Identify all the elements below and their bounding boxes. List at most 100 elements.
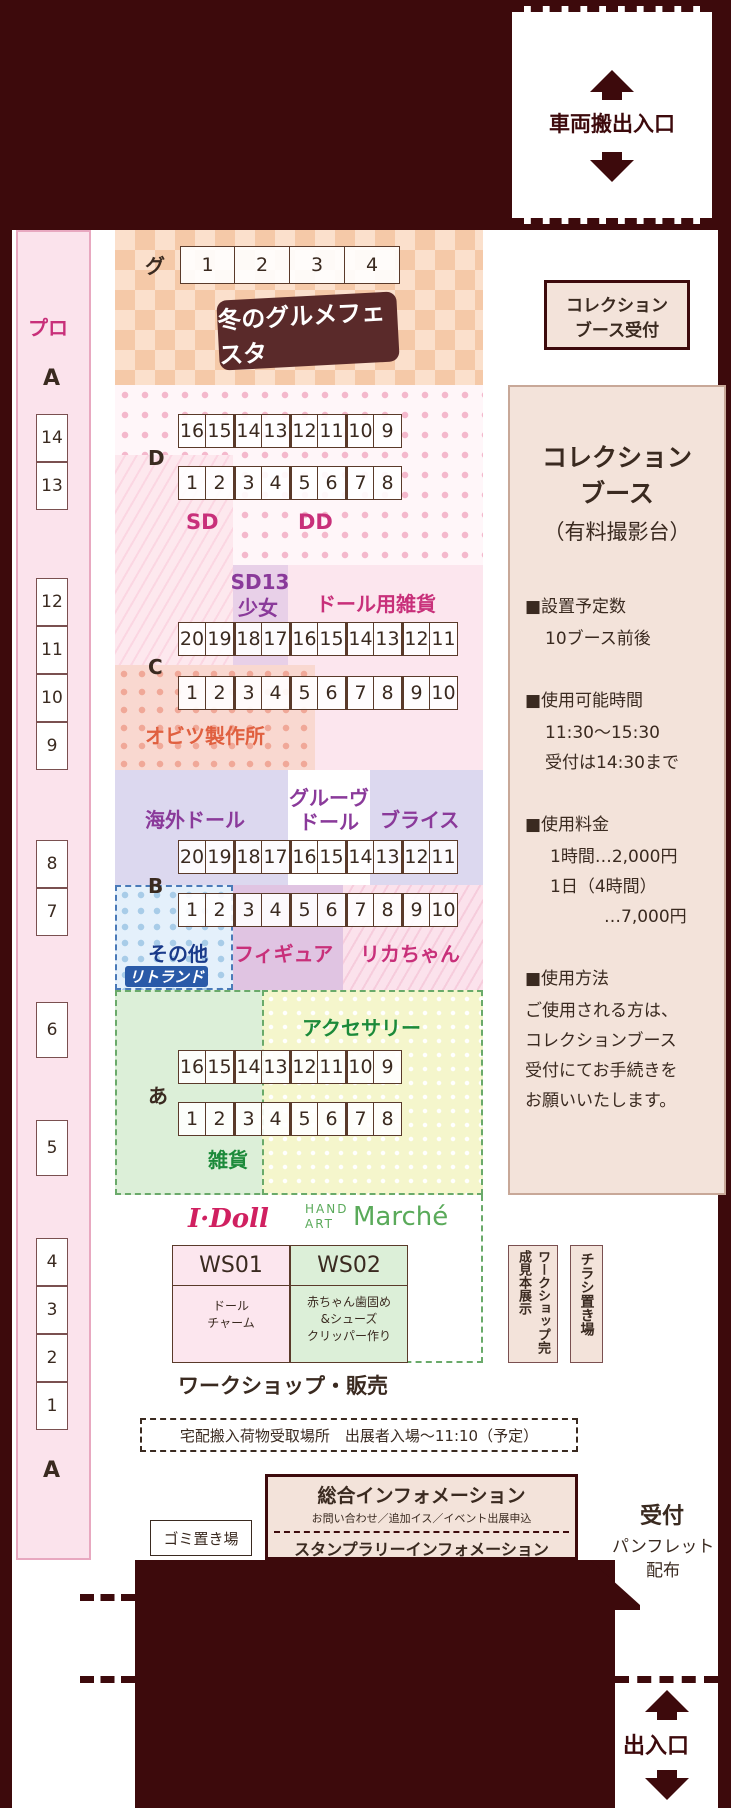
booth-cell[interactable]: 16 [290, 840, 318, 874]
booth-cell[interactable]: 11 [430, 622, 458, 656]
booth-cell[interactable]: 8 [374, 893, 402, 927]
booth-cell[interactable]: 1 [178, 466, 206, 500]
booth-cell[interactable]: 3 [234, 676, 262, 710]
booth-cell[interactable]: 15 [206, 1050, 234, 1084]
booth-cell[interactable]: 13 [262, 414, 290, 448]
booth-cell[interactable]: 5 [290, 676, 318, 710]
booth-cell[interactable]: 11 [318, 1050, 346, 1084]
booth-cell[interactable]: 1 [178, 1102, 206, 1136]
booth-cell[interactable]: 2 [206, 466, 234, 500]
booth-cell[interactable]: 9 [402, 893, 430, 927]
booth-cell[interactable]: 17 [262, 622, 290, 656]
booth-cell[interactable]: 10 [430, 676, 458, 710]
booth-cell[interactable]: 4 [262, 893, 290, 927]
booth-cell[interactable]: 10 [346, 414, 374, 448]
gourmet-booth-3[interactable]: 3 [290, 246, 345, 284]
booth-cell[interactable]: 18 [234, 622, 262, 656]
booth-cell[interactable]: 12 [402, 840, 430, 874]
booth-cell[interactable]: 4 [262, 676, 290, 710]
booth-cell[interactable]: 9 [374, 414, 402, 448]
booth-cell[interactable]: 15 [318, 622, 346, 656]
booth-cell[interactable]: 12 [290, 1050, 318, 1084]
booth-cell[interactable]: 17 [262, 840, 290, 874]
booth-cell[interactable]: 8 [374, 676, 402, 710]
pro-booth-6[interactable]: 6 [36, 1002, 68, 1058]
booth-cell[interactable]: 14 [346, 622, 374, 656]
booth-cell[interactable]: 20 [178, 622, 206, 656]
booth-cell[interactable]: 7 [346, 893, 374, 927]
booth-cell[interactable]: 20 [178, 840, 206, 874]
pro-booth-13[interactable]: 13 [36, 462, 68, 510]
booth-cell[interactable]: 2 [206, 676, 234, 710]
pro-booth-3[interactable]: 3 [36, 1286, 68, 1334]
booth-cell[interactable]: 5 [290, 466, 318, 500]
booth-cell[interactable]: 5 [290, 893, 318, 927]
ws01-box[interactable]: WS01 ドール チャーム [172, 1245, 290, 1363]
booth-cell[interactable]: 6 [318, 1102, 346, 1136]
garbage-box[interactable]: ゴミ置き場 [150, 1520, 252, 1556]
booth-cell[interactable]: 16 [290, 622, 318, 656]
pro-booth-11[interactable]: 11 [36, 626, 68, 674]
pro-booth-4[interactable]: 4 [36, 1238, 68, 1286]
booth-cell[interactable]: 9 [374, 1050, 402, 1084]
booth-cell[interactable]: 4 [262, 466, 290, 500]
booth-cell[interactable]: 10 [430, 893, 458, 927]
pro-booth-12[interactable]: 12 [36, 578, 68, 626]
booth-cell[interactable]: 3 [234, 1102, 262, 1136]
booth-cell[interactable]: 1 [178, 893, 206, 927]
gourmet-booth-4[interactable]: 4 [345, 246, 400, 284]
pro-booth-2[interactable]: 2 [36, 1334, 68, 1382]
booth-cell[interactable]: 16 [178, 1050, 206, 1084]
booth-cell[interactable]: 11 [430, 840, 458, 874]
delivery-box[interactable]: 宅配搬入荷物受取場所 出展者入場～11:10（予定） [140, 1418, 578, 1452]
booth-cell[interactable]: 7 [346, 676, 374, 710]
booth-cell[interactable]: 6 [318, 676, 346, 710]
booth-cell[interactable]: 7 [346, 466, 374, 500]
flyer-box[interactable]: チラシ置き場 [570, 1245, 603, 1363]
gourmet-booth-1[interactable]: 1 [180, 246, 235, 284]
booth-cell[interactable]: 10 [346, 1050, 374, 1084]
booth-cell[interactable]: 14 [234, 1050, 262, 1084]
booth-cell[interactable]: 11 [318, 414, 346, 448]
booth-cell[interactable]: 1 [178, 676, 206, 710]
vehicle-exit[interactable]: 車両搬出入口 [512, 6, 712, 224]
booth-cell[interactable]: 8 [374, 1102, 402, 1136]
booth-cell[interactable]: 12 [290, 414, 318, 448]
booth-cell[interactable]: 6 [318, 466, 346, 500]
booth-cell[interactable]: 9 [402, 676, 430, 710]
pro-booth-10[interactable]: 10 [36, 674, 68, 722]
booth-cell[interactable]: 19 [206, 840, 234, 874]
booth-cell[interactable]: 8 [374, 466, 402, 500]
booth-cell[interactable]: 14 [234, 414, 262, 448]
pro-booth-1[interactable]: 1 [36, 1382, 68, 1430]
collection-reception[interactable]: コレクション ブース受付 [544, 280, 690, 350]
booth-cell[interactable]: 2 [206, 1102, 234, 1136]
ws02-box[interactable]: WS02 赤ちゃん歯固め &シューズ クリッパー作り [290, 1245, 408, 1363]
booth-cell[interactable]: 3 [234, 893, 262, 927]
booth-cell[interactable]: 13 [374, 840, 402, 874]
booth-cell[interactable]: 14 [346, 840, 374, 874]
booth-cell[interactable]: 18 [234, 840, 262, 874]
booth-cell[interactable]: 16 [178, 414, 206, 448]
booth-cell[interactable]: 19 [206, 622, 234, 656]
booth-cell[interactable]: 3 [234, 466, 262, 500]
pro-booth-9[interactable]: 9 [36, 722, 68, 770]
gourmet-booth-2[interactable]: 2 [235, 246, 290, 284]
booth-cell[interactable]: 4 [262, 1102, 290, 1136]
pro-a-top: A [43, 366, 61, 391]
booth-cell[interactable]: 2 [206, 893, 234, 927]
pro-booth-8[interactable]: 8 [36, 840, 68, 888]
booth-cell[interactable]: 6 [318, 893, 346, 927]
booth-cell[interactable]: 13 [262, 1050, 290, 1084]
booth-cell[interactable]: 5 [290, 1102, 318, 1136]
pro-booth-14[interactable]: 14 [36, 414, 68, 462]
booth-cell[interactable]: 15 [318, 840, 346, 874]
pro-booth-5[interactable]: 5 [36, 1120, 68, 1176]
booth-cell[interactable]: 13 [374, 622, 402, 656]
booth-cell[interactable]: 15 [206, 414, 234, 448]
pro-booth-7[interactable]: 7 [36, 888, 68, 936]
booth-cell[interactable]: 7 [346, 1102, 374, 1136]
info-desk[interactable]: 総合インフォメーション お問い合わせ／追加イス／イベント出展申込 スタンプラリー… [265, 1474, 578, 1560]
booth-cell[interactable]: 12 [402, 622, 430, 656]
ws-sample-box[interactable]: ワークショップ完成見本展示 [508, 1245, 558, 1363]
